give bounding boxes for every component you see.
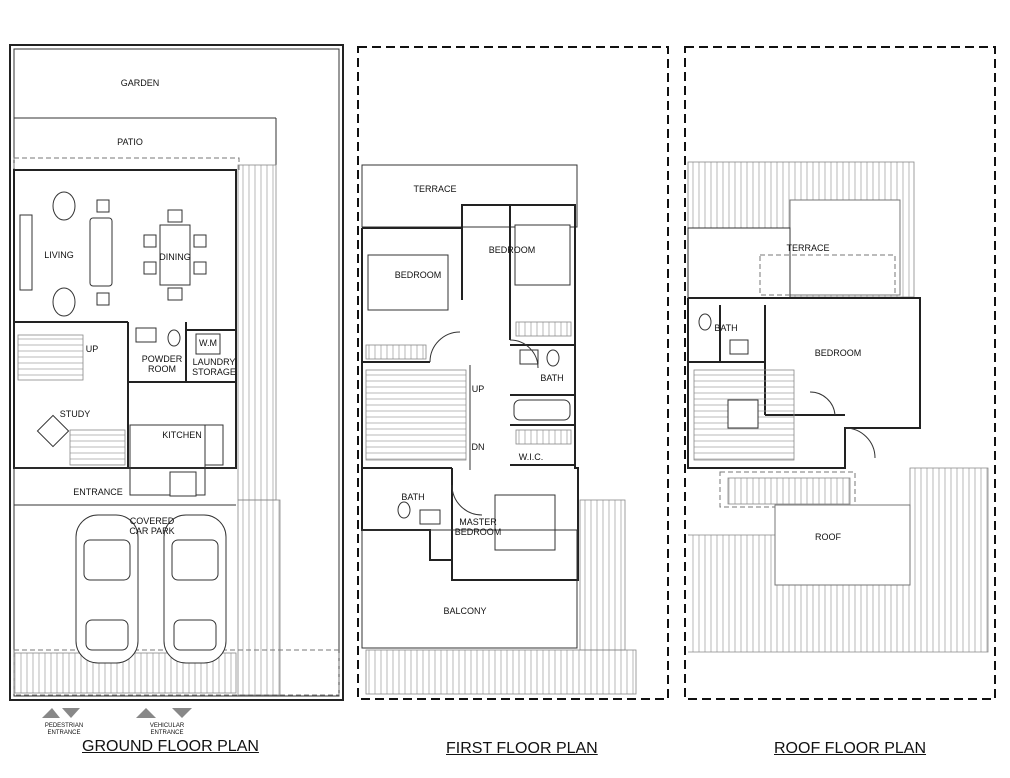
wic-label: W.I.C. xyxy=(519,452,544,462)
car-right-icon xyxy=(163,514,227,664)
pedestrian-entrance-arrows-icon xyxy=(42,708,80,718)
living-label: LIVING xyxy=(44,250,74,260)
ground-side-deck xyxy=(237,164,277,501)
first-up-label: UP xyxy=(472,384,485,394)
first-bedroom-2-label: BEDROOM xyxy=(489,245,536,255)
ground-up-label: UP xyxy=(86,344,99,354)
first-plot-boundary xyxy=(357,46,669,700)
first-stairs xyxy=(365,369,467,461)
first-floor-plan: TERRACE BEDROOM BEDROOM BATH UP DN W.I.C… xyxy=(357,46,669,700)
balcony-label: BALCONY xyxy=(443,606,486,616)
patio-label: PATIO xyxy=(117,137,143,147)
roof-label: ROOF xyxy=(815,532,842,542)
roof-floor-plan: TERRACE BATH BEDROOM ROOF xyxy=(684,46,996,700)
roof-bath-label: BATH xyxy=(714,323,737,333)
first-bath-1-label: BATH xyxy=(540,373,563,383)
wm-label: W.M xyxy=(199,338,217,348)
first-bedroom-1-label: BEDROOM xyxy=(395,270,442,280)
roof-floor-plan-title: ROOF FLOOR PLAN xyxy=(774,740,927,757)
roof-bedroom-label: BEDROOM xyxy=(815,348,862,358)
roof-terrace-label: TERRACE xyxy=(786,243,829,253)
ground-plot-boundary xyxy=(9,44,344,701)
first-bath-2-label: BATH xyxy=(401,492,424,502)
first-dn-label: DN xyxy=(472,442,485,452)
roof-plot-boundary xyxy=(684,46,996,700)
kitchen-label: KITCHEN xyxy=(162,430,202,440)
ground-floor-plan-title: GROUND FLOOR PLAN xyxy=(82,738,259,755)
first-lower-deck xyxy=(365,649,637,695)
first-terrace-label: TERRACE xyxy=(413,184,456,194)
dining-label: DINING xyxy=(159,252,191,262)
entrance-label: ENTRANCE xyxy=(73,487,123,497)
vehicular-entrance-arrows-icon xyxy=(136,708,192,718)
study-label: STUDY xyxy=(60,409,91,419)
first-floor-plan-title: FIRST FLOOR PLAN xyxy=(446,740,598,757)
car-left-icon xyxy=(75,514,139,664)
garden-label: GARDEN xyxy=(121,78,160,88)
